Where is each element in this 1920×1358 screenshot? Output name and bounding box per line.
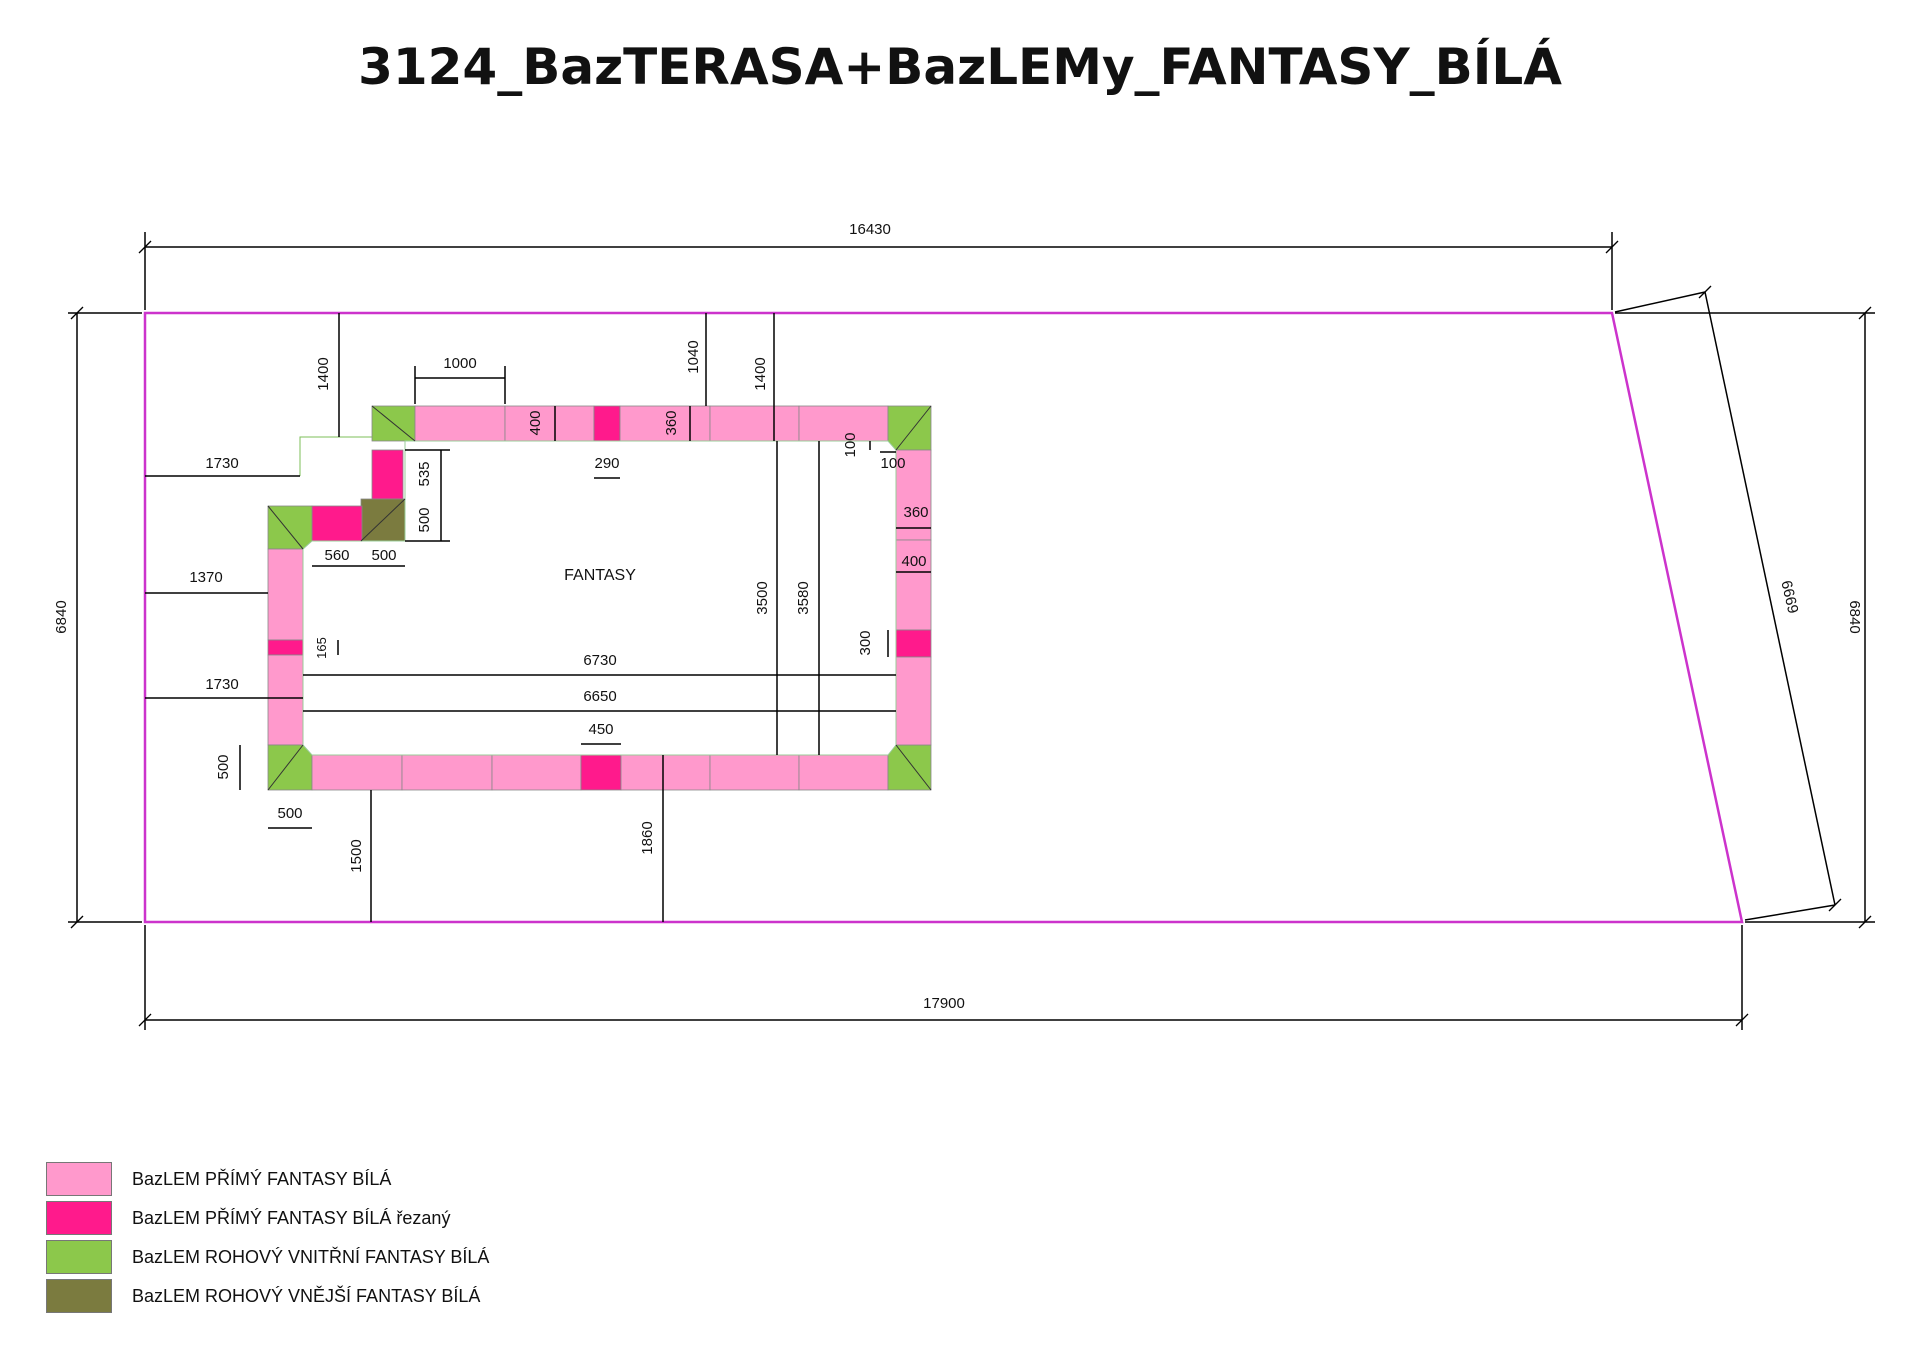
legend-item: BazLEM ROHOVÝ VNITŘNÍ FANTASY BÍLÁ [46, 1240, 489, 1274]
coping-straight [311, 754, 403, 791]
dim-tile-500-h: 500 [371, 547, 396, 564]
coping-straight [620, 754, 711, 791]
coping-straight [267, 654, 304, 746]
coping-straight [798, 405, 889, 442]
coping-corner-inner [267, 744, 313, 791]
drawing-title: 3124_BazTERASA+BazLEMy_FANTASY_BÍLÁ [358, 38, 1562, 96]
dim-tile-1000: 1000 [443, 355, 476, 372]
dim-diagonal: 6669 [1777, 579, 1801, 615]
legend-label: BazLEM PŘÍMÝ FANTASY BÍLÁ řezaný [132, 1207, 451, 1228]
legend-item: BazLEM PŘÍMÝ FANTASY BÍLÁ řezaný [46, 1201, 489, 1235]
coping-cut [267, 639, 304, 656]
coping-cut [895, 629, 932, 658]
dim-offset-bottom-1500: 1500 [348, 839, 365, 872]
dimension-lines [68, 232, 1875, 1030]
coping-cut [371, 449, 404, 500]
dim-offset-left-top: 1730 [205, 455, 238, 472]
coping-straight [414, 405, 506, 442]
dim-tile-100-b: 100 [880, 455, 905, 472]
dim-inner-6650: 6650 [583, 688, 616, 705]
coping-corner-inner [267, 505, 313, 550]
dimension-ticks [70, 240, 1872, 1027]
coping-cut [580, 754, 622, 791]
dim-offset-top-notch: 1400 [315, 357, 332, 390]
legend-item: BazLEM PŘÍMÝ FANTASY BÍLÁ [46, 1162, 489, 1196]
legend-swatch [46, 1279, 112, 1313]
terrace-outline [143, 311, 1744, 924]
legend-swatch [46, 1240, 112, 1274]
dim-left-height: 6840 [53, 600, 70, 633]
coping-straight [401, 754, 493, 791]
dim-right-height: 6840 [1846, 600, 1863, 633]
coping-straight [709, 405, 800, 442]
dim-corner-500-h: 500 [277, 805, 302, 822]
dim-tile-560: 560 [324, 547, 349, 564]
legend-label: BazLEM ROHOVÝ VNITŘNÍ FANTASY BÍLÁ [132, 1246, 490, 1267]
dim-bottom-width: 17900 [923, 995, 965, 1012]
dim-top-width: 16430 [849, 221, 891, 238]
coping-cut [593, 405, 621, 442]
dim-offset-left-bottom: 1730 [205, 676, 238, 693]
coping-corner-inner [887, 744, 932, 791]
coping-straight [504, 405, 595, 442]
coping-straight [895, 539, 932, 631]
dim-tile-290: 290 [594, 455, 619, 472]
legend-label: BazLEM ROHOVÝ VNĚJŠÍ FANTASY BÍLÁ [132, 1285, 481, 1306]
pool-label: FANTASY [564, 567, 636, 584]
dim-tile-400-right: 400 [901, 553, 926, 570]
coping-straight [895, 656, 932, 746]
coping-cut [311, 505, 363, 542]
dim-inner-3500: 3500 [754, 581, 771, 614]
dimension-labels: 16430 17900 6840 6840 6669 1730 1370 173… [53, 221, 1863, 1012]
coping-straight [491, 754, 582, 791]
legend-swatch [46, 1201, 112, 1235]
dim-tile-165: 165 [314, 637, 329, 659]
dim-offset-left-mid: 1370 [189, 569, 222, 586]
dim-tile-535: 535 [416, 461, 433, 486]
dim-tile-360-right: 360 [903, 504, 928, 521]
dim-offset-bottom-1860: 1860 [639, 821, 656, 854]
coping-straight [267, 548, 304, 641]
legend-label: BazLEM PŘÍMÝ FANTASY BÍLÁ [132, 1168, 392, 1189]
dim-offset-top-1040: 1040 [685, 340, 702, 373]
dim-inner-3580: 3580 [795, 581, 812, 614]
corner-marks [267, 405, 932, 791]
dim-tile-100-a: 100 [842, 432, 859, 457]
coping-straight [619, 405, 711, 442]
dim-tile-450: 450 [588, 721, 613, 738]
coping-straight [709, 754, 800, 791]
dim-tile-300: 300 [857, 630, 874, 655]
pool-coping [267, 405, 932, 791]
dim-corner-500-v: 500 [215, 754, 232, 779]
dim-tile-360-top: 360 [663, 410, 680, 435]
dim-tile-400-top: 400 [527, 410, 544, 435]
legend-item: BazLEM ROHOVÝ VNĚJŠÍ FANTASY BÍLÁ [46, 1279, 489, 1313]
dim-offset-top-1400: 1400 [752, 357, 769, 390]
legend-swatch [46, 1162, 112, 1196]
coping-corner-inner [887, 405, 932, 451]
legend: BazLEM PŘÍMÝ FANTASY BÍLÁ BazLEM PŘÍMÝ F… [46, 1162, 489, 1318]
dim-inner-6730: 6730 [583, 652, 616, 669]
coping-straight [798, 754, 889, 791]
dim-tile-500-notch: 500 [416, 507, 433, 532]
